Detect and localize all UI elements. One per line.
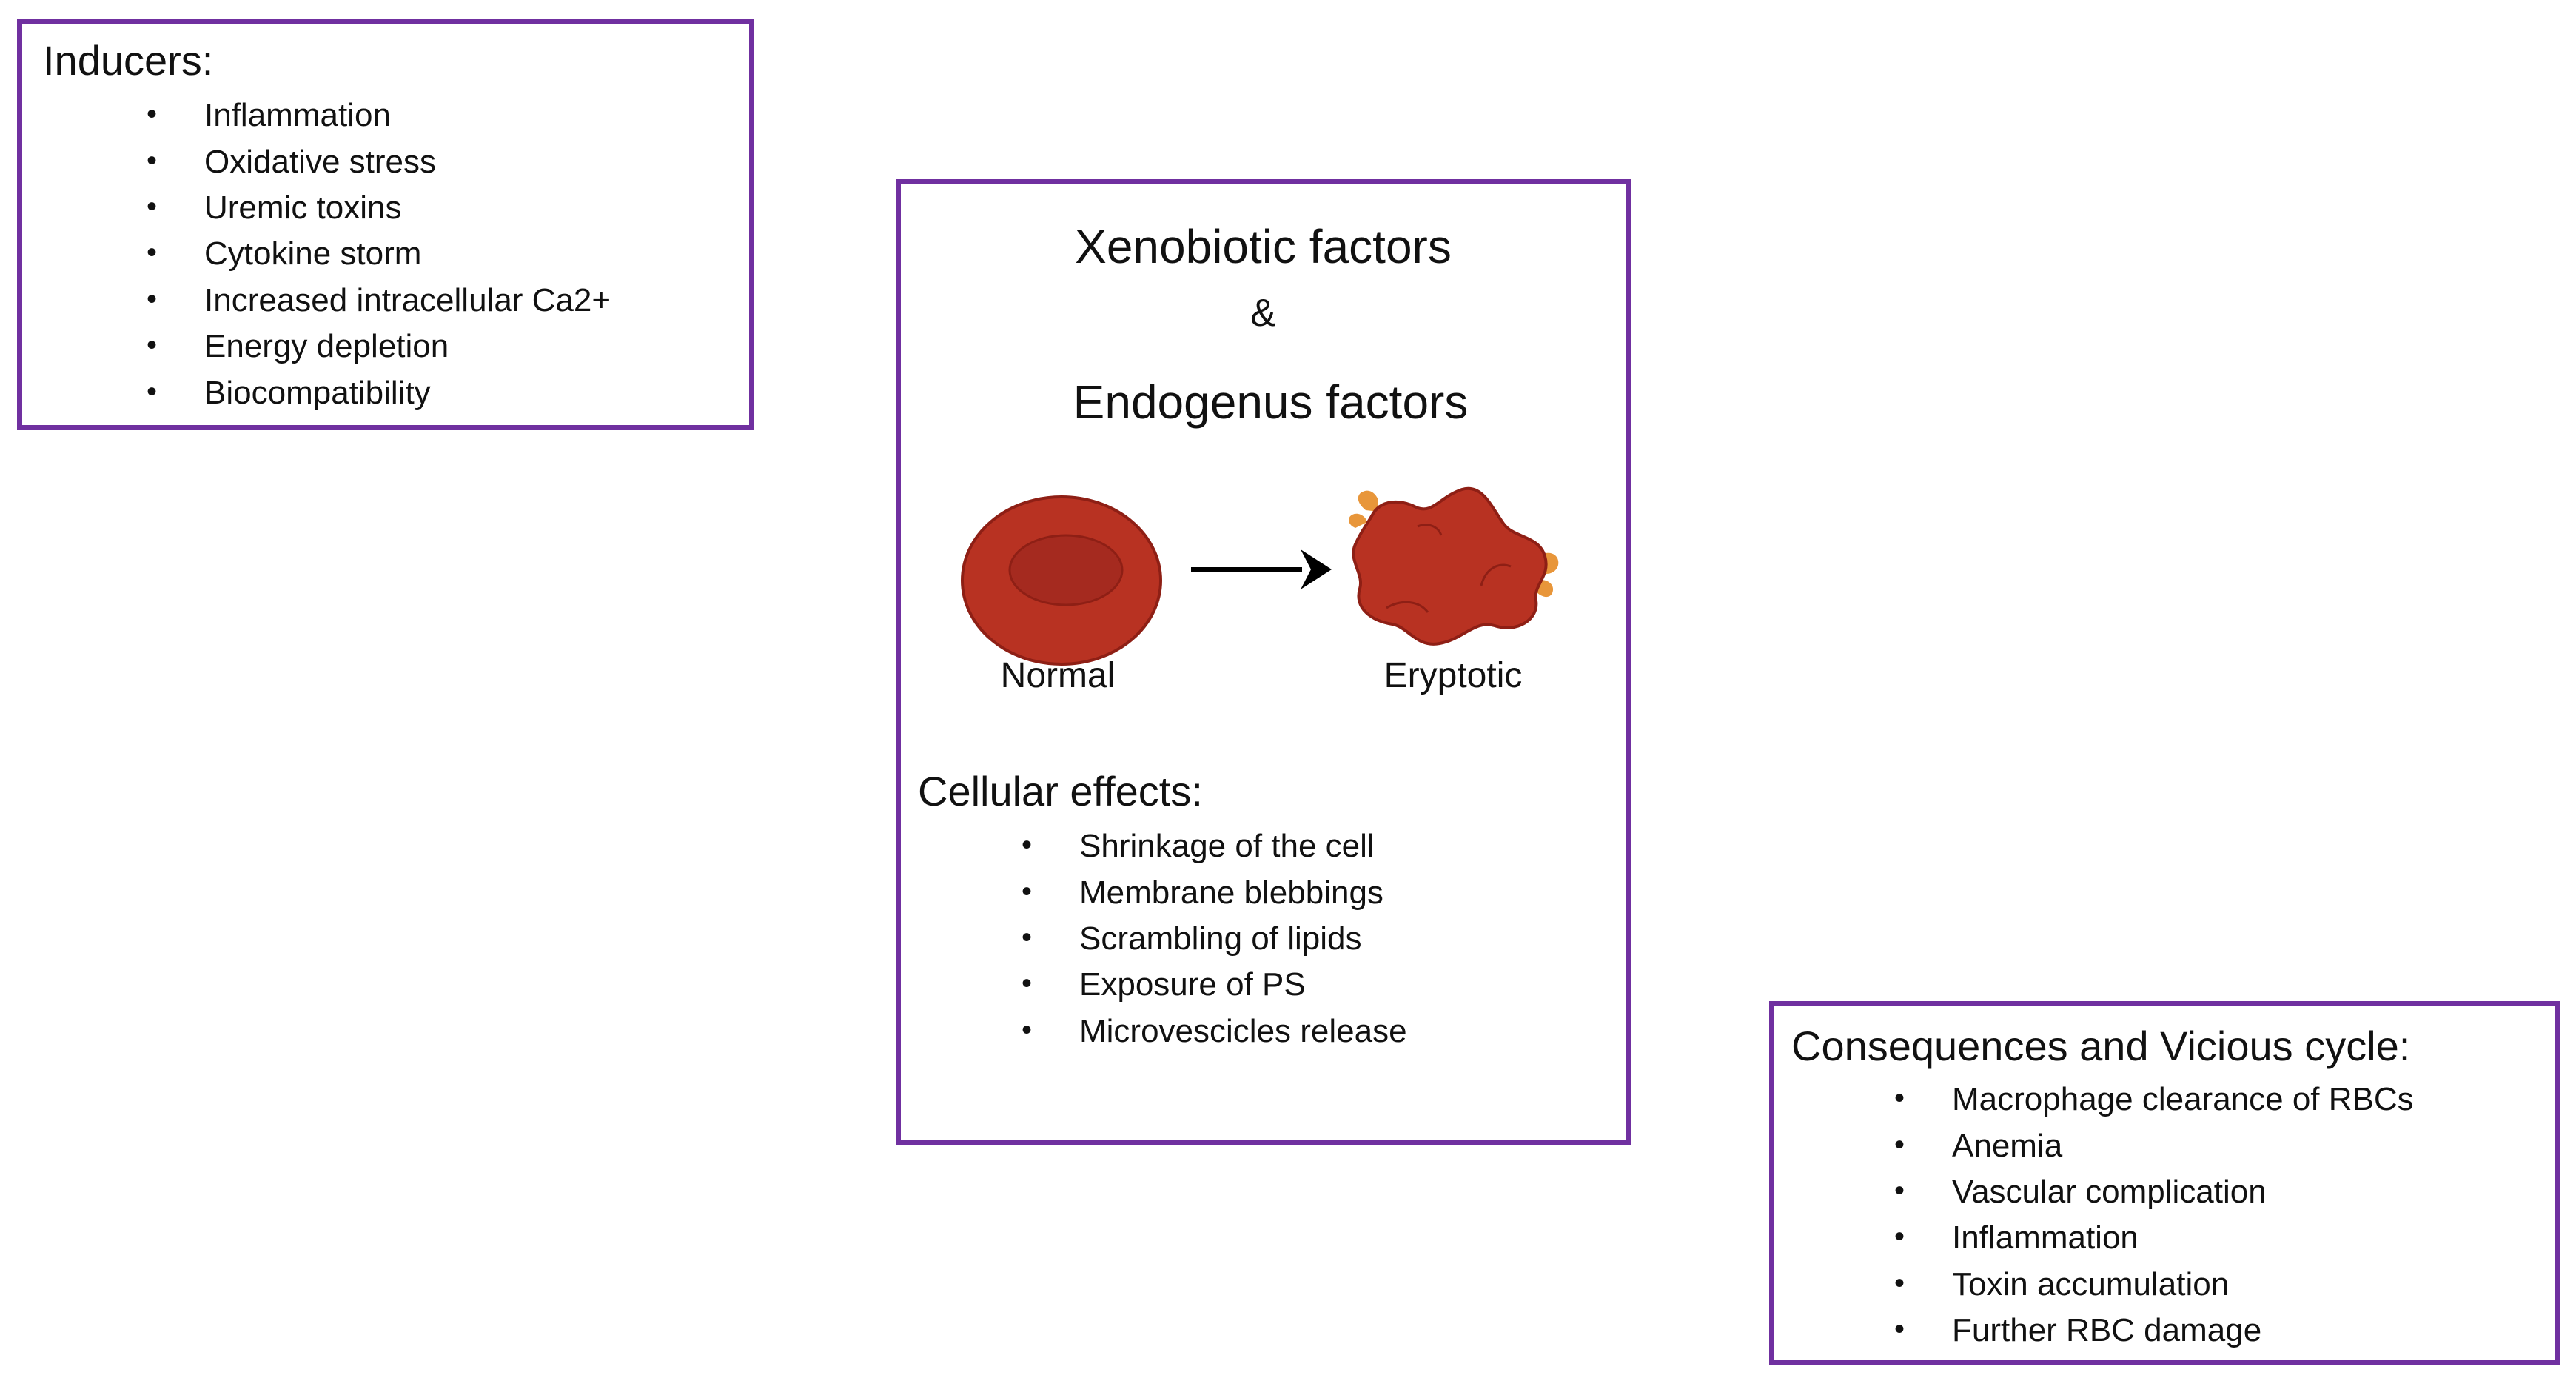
bullet-icon: • xyxy=(1894,1313,1905,1345)
eryptotic-cell-body xyxy=(1352,486,1548,646)
bullet-icon: • xyxy=(147,329,158,361)
bullet-icon: • xyxy=(1894,1174,1905,1207)
bullet-icon: • xyxy=(147,283,158,315)
bullet-icon: • xyxy=(147,236,158,269)
list-item: •Anemia xyxy=(1894,1128,2063,1164)
list-item: •Macrophage clearance of RBCs xyxy=(1894,1081,2414,1117)
effects-title: Cellular effects: xyxy=(918,768,1203,815)
list-item: •Energy depletion xyxy=(147,328,449,364)
list-item: •Toxin accumulation xyxy=(1894,1266,2230,1302)
bullet-icon: • xyxy=(1022,921,1033,954)
list-item: •Inflammation xyxy=(147,97,391,133)
bullet-icon: • xyxy=(147,98,158,130)
normal-rbc-icon xyxy=(961,495,1162,666)
arrow-icon xyxy=(1191,549,1332,589)
normal-label: Normal xyxy=(1000,656,1116,695)
bullet-icon: • xyxy=(1022,1014,1033,1046)
consequences-box: Consequences and Vicious cycle: •Macroph… xyxy=(1769,1001,2560,1365)
center-box: Xenobiotic factors & Endogenus factors N… xyxy=(896,179,1631,1145)
normal-rbc-center xyxy=(1008,534,1124,606)
list-item: •Increased intracellular Ca2+ xyxy=(147,282,611,318)
bullet-icon: • xyxy=(147,375,158,408)
ampersand-text: & xyxy=(1250,292,1276,335)
list-item: •Exposure of PS xyxy=(1022,966,1306,1003)
bullet-icon: • xyxy=(1894,1128,1905,1161)
bullet-icon: • xyxy=(1022,829,1033,861)
bullet-icon: • xyxy=(1894,1267,1905,1300)
list-item: •Uremic toxins xyxy=(147,190,402,226)
list-item: •Microvescicles release xyxy=(1022,1013,1407,1049)
bullet-icon: • xyxy=(147,190,158,223)
bullet-icon: • xyxy=(1894,1082,1905,1114)
list-item: •Shrinkage of the cell xyxy=(1022,828,1375,864)
consequences-title: Consequences and Vicious cycle: xyxy=(1791,1023,2411,1069)
bullet-icon: • xyxy=(1022,875,1033,908)
eryptotic-fold-3 xyxy=(1480,563,1512,586)
eryptotic-label: Eryptotic xyxy=(1383,656,1523,695)
list-item: •Further RBC damage xyxy=(1894,1312,2262,1348)
inducers-title: Inducers: xyxy=(43,37,214,84)
bullet-icon: • xyxy=(1894,1220,1905,1253)
list-item: •Biocompatibility xyxy=(147,375,431,411)
endogenus-title: Endogenus factors xyxy=(1073,375,1469,429)
list-item: •Vascular complication xyxy=(1894,1174,2267,1210)
list-item: •Membrane blebbings xyxy=(1022,874,1383,911)
inducers-box: Inducers: •Inflammation •Oxidative stres… xyxy=(17,19,754,430)
xenobiotic-title: Xenobiotic factors xyxy=(1075,220,1452,273)
bleb-top-left xyxy=(1358,490,1379,512)
eryptotic-cell-icon xyxy=(1349,486,1559,646)
bullet-icon: • xyxy=(147,144,158,177)
eryptotic-fold-1 xyxy=(1417,524,1443,536)
bullet-icon: • xyxy=(1022,967,1033,1000)
list-item: •Oxidative stress xyxy=(147,144,436,180)
list-item: •Inflammation xyxy=(1894,1220,2139,1256)
eryptotic-fold-2 xyxy=(1386,601,1429,613)
list-item: •Scrambling of lipids xyxy=(1022,920,1362,957)
bleb-top-left-2 xyxy=(1349,513,1367,528)
list-item: •Cytokine storm xyxy=(147,235,422,272)
